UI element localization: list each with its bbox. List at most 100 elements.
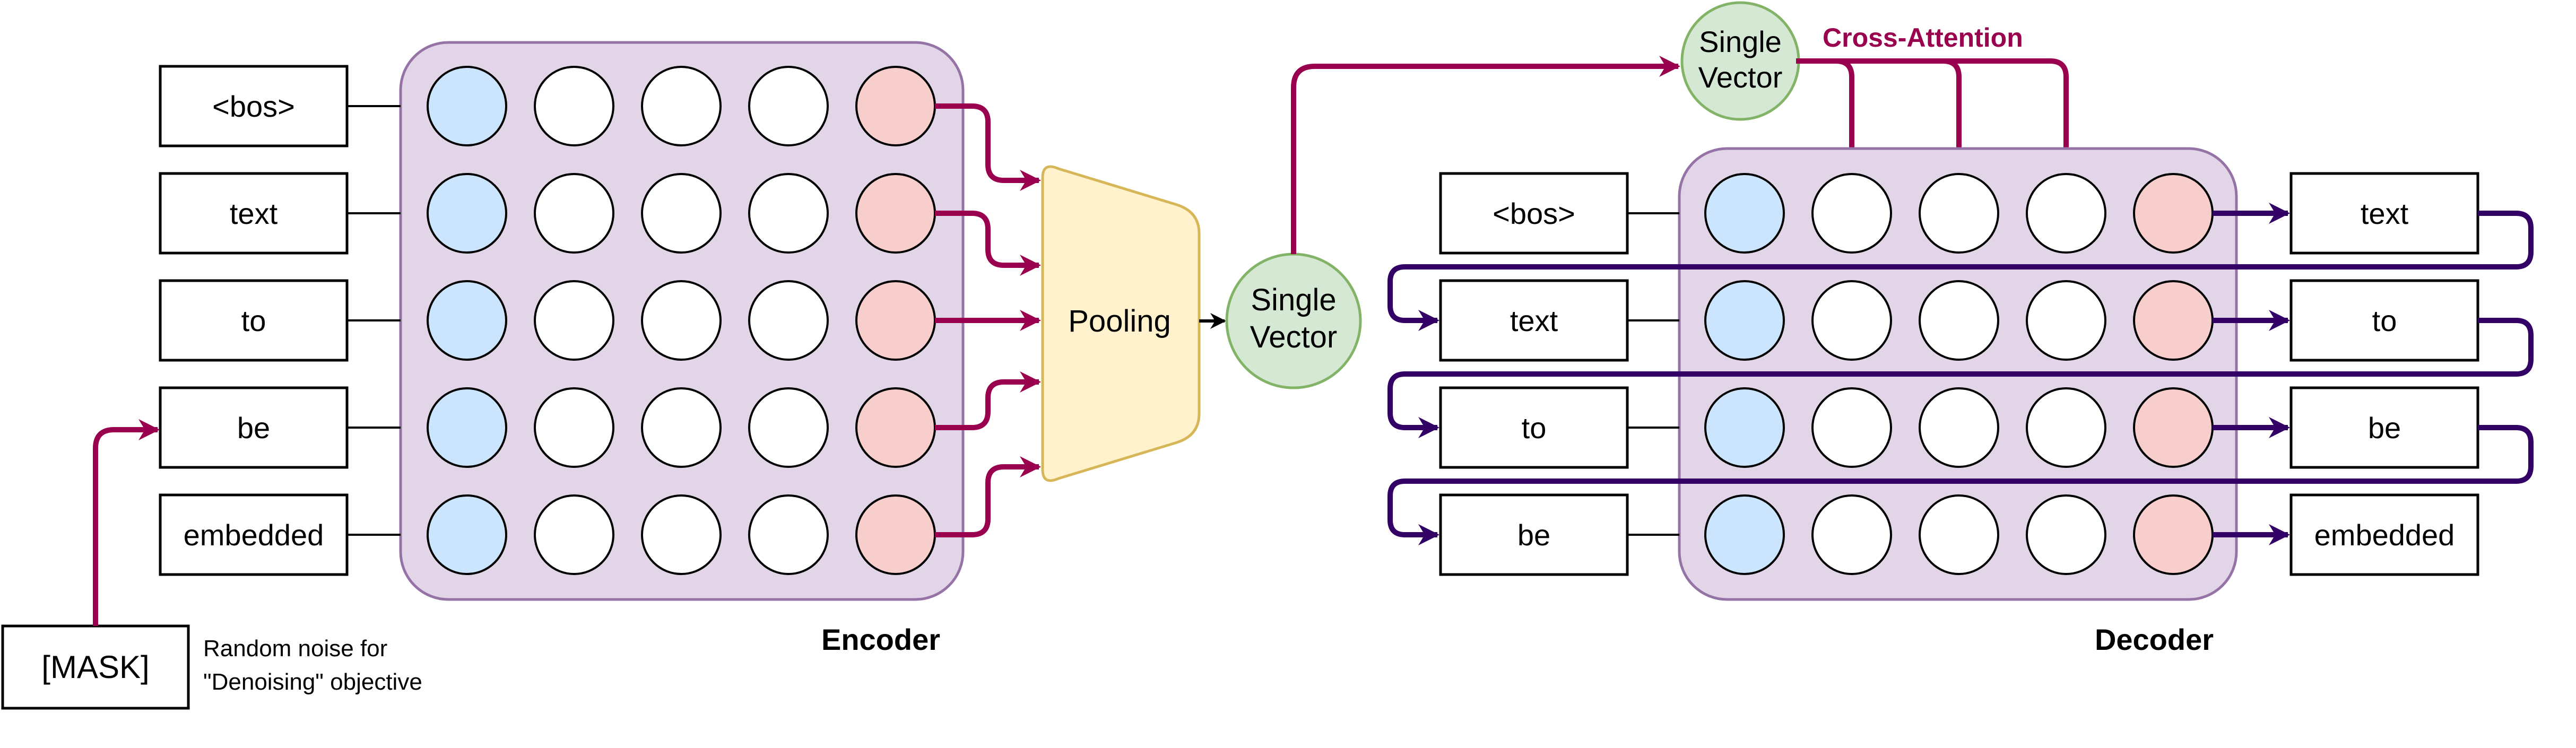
decoder-output-4-box	[2289, 493, 2479, 576]
encoder-connectors	[347, 105, 401, 536]
decoder-input-2: text	[1439, 279, 1629, 362]
encoder-neuron-r2-c4	[748, 173, 829, 254]
decoder-neuron-r3-c4	[2026, 387, 2106, 468]
decoder-feedback-arrow-2	[1387, 318, 2534, 438]
decoder-neuron-r4-c4	[2026, 494, 2106, 575]
decoder-output-2-box	[2289, 279, 2479, 362]
decoder-output-1: text	[2289, 172, 2479, 255]
encoder-neuron-r5-c5	[855, 494, 936, 575]
decoder-vector-line1: Single	[1699, 25, 1782, 58]
encoder-vector-line2: Vector	[1250, 320, 1337, 354]
decoder-output-1-label: text	[2361, 197, 2409, 230]
cross-attention-arrows	[1796, 58, 2077, 172]
decoder-output-3-label: be	[2368, 411, 2401, 445]
encoder-neuron-r5-c2	[534, 494, 614, 575]
decoder-neuron-r2-c3	[1919, 280, 1999, 361]
encoder-neuron-r1-c2	[534, 66, 614, 146]
decoder-output-3: be	[2289, 386, 2479, 469]
encoder-single-vector: Single Vector	[1225, 253, 1362, 389]
decoder-output-1-box	[2289, 172, 2479, 255]
decoder-input-3-box	[1439, 386, 1629, 469]
encoder-token-2-box	[159, 172, 349, 255]
decoder-neuron-r3-c5	[2133, 387, 2214, 468]
decoder-feedback-arrow-1	[1387, 211, 2534, 331]
decoder-neuron-r4-c5	[2133, 494, 2214, 575]
encoder-neuron-r3-c3	[641, 280, 722, 361]
encoder-to-pooling-arrows	[935, 103, 1041, 537]
decoder-input-1-box	[1439, 172, 1629, 255]
encoder-token-5: embedded	[159, 493, 349, 576]
mask-note-line2: "Denoising" objective	[203, 669, 422, 695]
encoder-token-1: <bos>	[159, 65, 349, 147]
decoder-section: <bos> text to be text to be embedded Decoder	[1387, 147, 2534, 656]
decoder-neuron-r3-c1	[1704, 387, 1785, 468]
decoder-output-arrows	[2213, 203, 2290, 545]
decoder-neuron-r1-c3	[1919, 173, 1999, 254]
mask-section: [MASK] Random noise for "Denoising" obje…	[1, 419, 422, 710]
pooling-label: Pooling	[1068, 304, 1170, 338]
encoder-token-5-label: embedded	[184, 518, 324, 552]
encoder-neuron-r2-c1	[427, 173, 507, 254]
encoder-neuron-r4-c2	[534, 387, 614, 468]
decoder-vector-line2: Vector	[1698, 60, 1783, 94]
encoder-pool-arrow-5	[935, 456, 1041, 537]
vector-to-decoder-vector-arrow	[1291, 56, 1680, 254]
decoder-neuron-r1-c1	[1704, 173, 1785, 254]
decoder-neuron-r1-c5	[2133, 173, 2214, 254]
encoder-vector-line1: Single	[1251, 283, 1336, 317]
encoder-label: Encoder	[821, 623, 940, 656]
decoder-output-4: embedded	[2289, 493, 2479, 576]
encoder-neuron-r4-c5	[855, 387, 936, 468]
encoder-neuron-r1-c5	[855, 66, 936, 146]
encoder-neuron-r3-c2	[534, 280, 614, 361]
decoder-neuron-grid	[1704, 173, 2214, 575]
encoder-token-1-label: <bos>	[212, 90, 295, 123]
encoder-neuron-r3-c1	[427, 280, 507, 361]
encoder-neuron-r2-c2	[534, 173, 614, 254]
encoder-neuron-r2-c5	[855, 173, 936, 254]
decoder-input-4-label: be	[1517, 518, 1550, 552]
decoder-neuron-r2-c1	[1704, 280, 1785, 361]
encoder-token-3-box	[159, 279, 349, 362]
cross-attention-arrow-3	[1796, 58, 2077, 172]
decoder-neuron-r3-c3	[1919, 387, 1999, 468]
decoder-input-4: be	[1439, 493, 1629, 576]
encoder-neuron-r5-c4	[748, 494, 829, 575]
encoder-token-boxes: <bos> text to be embedded	[159, 65, 349, 576]
decoder-input-2-label: text	[1510, 304, 1558, 337]
decoder-output-4-label: embedded	[2314, 518, 2455, 552]
encoder-pool-arrow-1	[935, 103, 1041, 191]
encoder-neuron-r2-c3	[641, 173, 722, 254]
decoder-single-vector: Single Vector	[1680, 1, 1800, 121]
decoder-neuron-r3-c2	[1811, 387, 1892, 468]
decoder-neuron-r1-c2	[1811, 173, 1892, 254]
encoder-token-1-box	[159, 65, 349, 147]
decoder-input-4-box	[1439, 493, 1629, 576]
decoder-input-3-label: to	[1522, 411, 1547, 445]
encoder-token-4: be	[159, 386, 349, 469]
decoder-input-2-box	[1439, 279, 1629, 362]
decoder-input-1-label: <bos>	[1493, 197, 1575, 230]
encoder-token-3: to	[159, 279, 349, 362]
decoder-output-2: to	[2289, 279, 2479, 362]
encoder-pool-arrow-4	[935, 371, 1041, 430]
encoder-token-4-box	[159, 386, 349, 469]
decoder-neuron-r2-c2	[1811, 280, 1892, 361]
decoder-feedback-arrows	[1387, 211, 2534, 545]
decoder-output-3-box	[2289, 386, 2479, 469]
encoder-neuron-r4-c3	[641, 387, 722, 468]
decoder-neuron-r2-c5	[2133, 280, 2214, 361]
encoder-token-2: text	[159, 172, 349, 255]
decoder-output-2-label: to	[2372, 304, 2397, 337]
mask-to-be-arrow	[93, 419, 160, 626]
decoder-feedback-arrow-3	[1387, 425, 2534, 545]
encoder-neuron-r3-c5	[855, 280, 936, 361]
mask-label: [MASK]	[41, 649, 149, 685]
decoder-label: Decoder	[2095, 623, 2214, 656]
decoder-output-boxes: text to be embedded	[2289, 172, 2479, 576]
encoder-neuron-r1-c1	[427, 66, 507, 146]
encoder-token-3-label: to	[241, 304, 266, 337]
encoder-token-2-label: text	[230, 197, 278, 230]
